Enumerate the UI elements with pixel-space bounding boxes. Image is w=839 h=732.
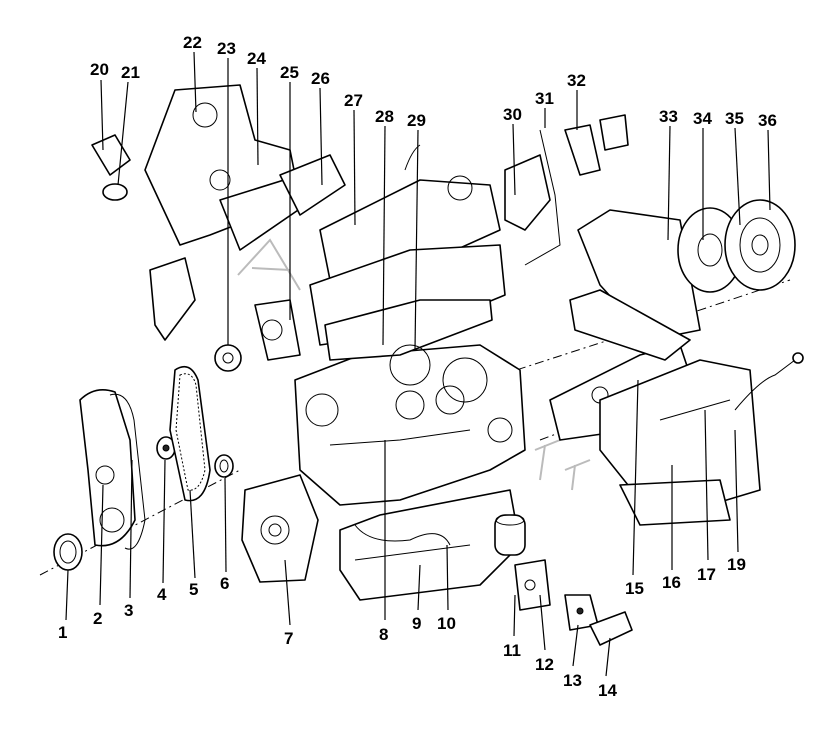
callout-36: 36: [758, 111, 777, 130]
callout-34: 34: [693, 109, 712, 128]
callout-33: 33: [659, 107, 678, 126]
part-7-oil-pump: [241, 474, 319, 583]
part-30-bracket: [504, 154, 551, 231]
callout-10: 10: [437, 614, 456, 633]
callout-14: 14: [598, 681, 617, 700]
part-28-29-cylinder-head: [309, 244, 506, 403]
part-33-rear-plate: [577, 209, 701, 341]
part-20-21-thermostat: [91, 134, 131, 201]
callout-16: 16: [662, 573, 681, 592]
part-8-engine-block: [294, 344, 526, 506]
part-6-idler-pulley: [214, 454, 234, 478]
callout-23: 23: [217, 39, 236, 58]
callout-4: 4: [157, 585, 167, 604]
callout-25: 25: [280, 63, 299, 82]
oil-filter: [494, 514, 526, 556]
part-25-water-pump: [254, 299, 301, 361]
part-31-dipstick-tube: [524, 129, 561, 266]
callout-12: 12: [535, 655, 554, 674]
part-1-pulley: [53, 533, 83, 571]
part-23-cam-sprocket: [214, 344, 242, 372]
callout-5: 5: [189, 580, 198, 599]
leader-lines: [65, 51, 771, 677]
callout-13: 13: [563, 671, 582, 690]
callout-11: 11: [503, 641, 521, 660]
part-32-distributor: [564, 114, 629, 176]
callout-31: 31: [535, 89, 554, 108]
part-26-exhaust-gasket: [279, 154, 346, 216]
callout-17: 17: [697, 565, 716, 584]
part-9-oil-pan: [339, 489, 521, 601]
callout-27: 27: [344, 91, 363, 110]
sensor-connector: [792, 352, 804, 364]
callout-21: 21: [121, 63, 140, 82]
callout-20: 20: [90, 60, 109, 79]
lower-mid-plate: [569, 289, 691, 361]
callout-26: 26: [311, 69, 330, 88]
callout-1: 1: [58, 623, 67, 642]
part-35-36-converter: [724, 199, 796, 291]
callout-28: 28: [375, 107, 394, 126]
callout-19: 19: [727, 555, 746, 574]
callout-6: 6: [220, 574, 229, 593]
callout-3: 3: [124, 601, 133, 620]
callout-29: 29: [407, 111, 426, 130]
part-2-timing-cover: [79, 389, 136, 547]
callout-2: 2: [93, 609, 102, 628]
callout-22: 22: [183, 33, 202, 52]
callout-30: 30: [503, 105, 522, 124]
callout-24: 24: [247, 49, 266, 68]
part-10-oil-strainer: [354, 524, 451, 546]
callout-15: 15: [625, 579, 644, 598]
part-19-sensor: [734, 359, 796, 411]
part-4-tensioner: [156, 436, 176, 460]
part-14-bracket: [589, 611, 633, 646]
part-16-17-sump: [599, 359, 761, 526]
callout-35: 35: [725, 109, 744, 128]
callout-32: 32: [567, 71, 586, 90]
left-bracket: [149, 257, 196, 341]
callout-labels: 1 2 3 4 5 6 7 8 9 10 11 12 13 14 15 16 1…: [58, 33, 777, 700]
callout-7: 7: [284, 629, 293, 648]
callout-9: 9: [412, 614, 421, 633]
callout-8: 8: [379, 625, 388, 644]
part-3-cover-gasket: [109, 393, 146, 550]
part-11-12-engine-mount: [514, 559, 551, 611]
part-5-timing-belt: [169, 365, 211, 502]
